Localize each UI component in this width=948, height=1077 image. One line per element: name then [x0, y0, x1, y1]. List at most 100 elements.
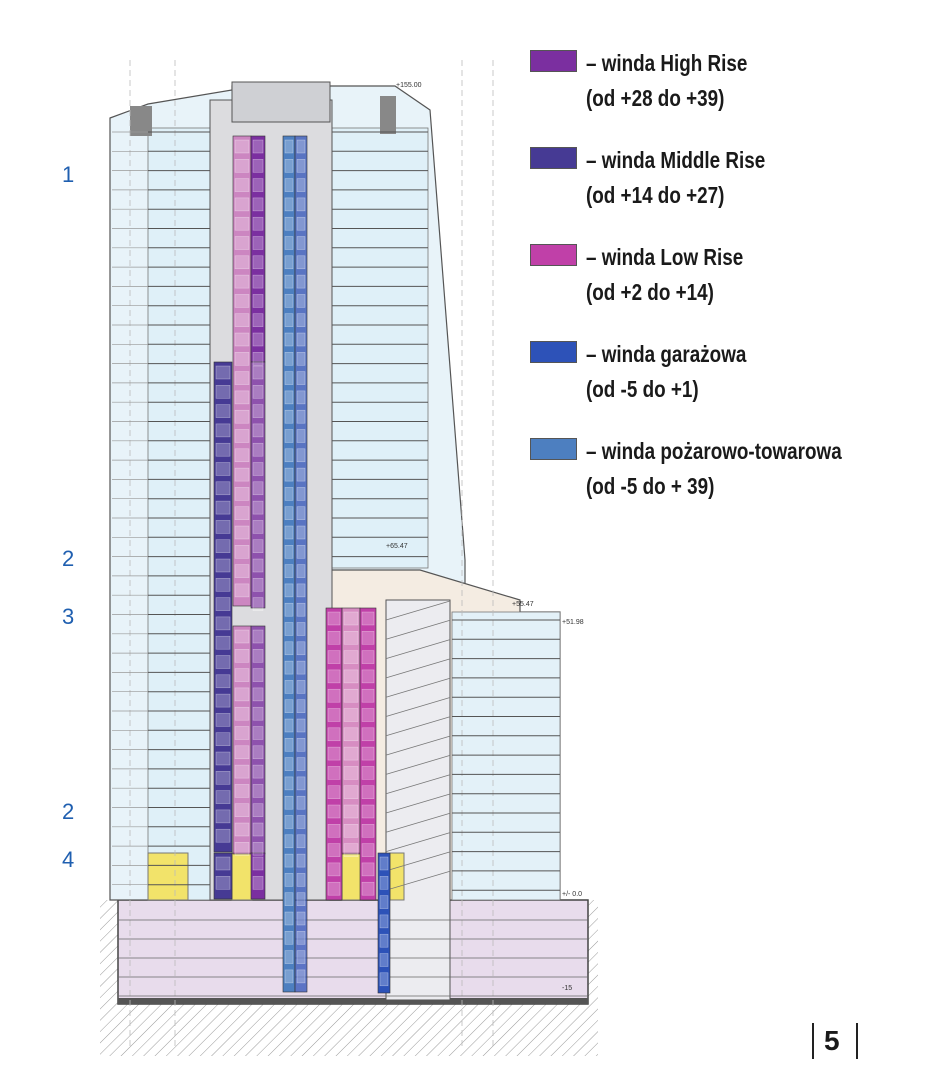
- elevator-cab-cell: [234, 525, 250, 540]
- stair-flight: [385, 716, 451, 737]
- elevator-cab-cell: [343, 708, 359, 722]
- legend-label: – winda garażowa (od -5 do +1): [586, 337, 746, 407]
- elevator-cab-cell: [379, 972, 389, 987]
- elevator-cab-cell: [215, 655, 231, 669]
- elevator-cab-cell: [284, 776, 294, 791]
- elevator-cab-cell: [327, 727, 341, 742]
- level-label: +65.47: [386, 543, 408, 550]
- crown-right-block: [380, 96, 396, 134]
- elevator-cab-cell: [215, 856, 231, 871]
- elevator-cab-cell: [252, 274, 264, 289]
- lobby-west: [147, 852, 189, 901]
- elevator-cab-cell: [327, 688, 341, 703]
- elevator-cab-cell: [379, 914, 389, 929]
- stair-flight: [385, 658, 451, 679]
- elevator-cab-cell: [252, 313, 264, 327]
- elevator-cab-cell: [284, 371, 294, 385]
- elevator-cab-cell: [215, 635, 231, 650]
- elevator-cab-cell: [234, 842, 250, 856]
- elevator-cab-cell: [252, 726, 264, 740]
- elevator-cab-cell: [284, 680, 294, 694]
- elevator-cab-cell: [284, 467, 294, 482]
- legend-item-high-rise: – winda High Rise (od +28 do +39): [530, 46, 930, 143]
- elevator-cab-cell: [234, 448, 250, 463]
- elevator-cab-cell: [296, 313, 306, 327]
- stair-core: [385, 599, 451, 1001]
- elevator-cab-cell: [296, 950, 306, 964]
- elevator-cab-cell: [252, 687, 264, 702]
- elevator-cab-cell: [215, 693, 231, 708]
- elevator-cab-cell: [215, 578, 231, 592]
- stair-flight: [385, 639, 451, 659]
- elevator-cab-cell: [284, 795, 294, 810]
- elevator-cab-cell: [296, 776, 306, 791]
- elevator-cab-cell: [252, 803, 264, 817]
- legend-item-low-rise: – winda Low Rise (od +2 do +14): [530, 240, 930, 337]
- stair-flight: [385, 870, 451, 891]
- elevator-cab-cell: [234, 274, 250, 289]
- stair-flight: [385, 619, 451, 640]
- elevator-cab-cell: [296, 969, 306, 984]
- legend-label: – winda Middle Rise (od +14 do +27): [586, 143, 765, 213]
- elevator-cab-cell: [327, 824, 341, 838]
- elevator-cab-cell: [327, 785, 341, 799]
- elevator-cab-cell: [215, 674, 231, 689]
- elevator-cab-cell: [252, 822, 264, 837]
- zone-label: 3: [62, 604, 75, 629]
- elevator-cab-cell: [284, 429, 294, 443]
- elevator-cab-cell: [296, 409, 306, 424]
- elevator-cab-cell: [379, 876, 389, 890]
- elevator-cab-cell: [234, 583, 250, 598]
- stair-flight: [385, 735, 451, 756]
- elevator-cab-cell: [361, 650, 375, 664]
- elevator-cab-cell: [284, 313, 294, 327]
- elevator-cab-cell: [252, 520, 264, 534]
- elevator-shaft: [294, 135, 308, 993]
- elevator-cab-cell: [296, 873, 306, 887]
- elevator-cab-cell: [252, 668, 264, 682]
- elevator-cab-cell: [296, 236, 306, 250]
- legend-item-fire-freight: – winda pożarowo-towarowa (od -5 do + 39…: [530, 434, 930, 531]
- legend: – winda High Rise (od +28 do +39) – wind…: [530, 46, 930, 531]
- elevator-cab-cell: [379, 953, 389, 967]
- elevator-cab-cell: [361, 785, 375, 799]
- elevator-cab-cell: [234, 216, 250, 231]
- elevator-cab-cell: [215, 423, 231, 438]
- stair-flight: [385, 812, 451, 833]
- elevator-cab-cell: [296, 139, 306, 154]
- elevator-cab-cell: [343, 669, 359, 684]
- elevator-cab-cell: [296, 641, 306, 656]
- elevator-cab-cell: [296, 371, 306, 385]
- elevator-cab-cell: [252, 481, 264, 496]
- legend-line-2: (od +14 do +27): [586, 182, 725, 208]
- elevator-cab-cell: [327, 631, 341, 645]
- elevator-cab-cell: [215, 558, 231, 573]
- lobby-podium-1: [341, 852, 363, 901]
- elevator-cab-cell: [296, 390, 306, 405]
- elevator-cab-cell: [252, 842, 264, 856]
- level-label: +55.47: [512, 601, 534, 608]
- elevator-cab-cell: [284, 487, 294, 501]
- elevator-shaft: [377, 852, 391, 994]
- stair-flight: [385, 697, 451, 717]
- elevator-cab-cell: [252, 178, 264, 192]
- elevator-cab-cell: [284, 139, 294, 154]
- elevator-cab-cell: [361, 766, 375, 780]
- elevator-cab-cell: [234, 178, 250, 192]
- elevator-cab-cell: [234, 371, 250, 385]
- elevator-cab-cell: [296, 699, 306, 713]
- elevator-cab-cell: [215, 500, 231, 515]
- elevator-cab-cell: [234, 159, 250, 173]
- elevator-shaft: [250, 361, 266, 609]
- elevator-cab-cell: [252, 706, 264, 721]
- elevator-cab-cell: [327, 881, 341, 896]
- elevator-cab-cell: [215, 404, 231, 418]
- elevator-cab-cell: [327, 804, 341, 819]
- stair-flight: [385, 755, 451, 775]
- elevator-cab-cell: [252, 629, 264, 644]
- elevator-cab-cell: [296, 795, 306, 810]
- elevator-cab-cell: [343, 727, 359, 742]
- elevator-cab-cell: [361, 727, 375, 742]
- elevator-cab-cell: [284, 197, 294, 212]
